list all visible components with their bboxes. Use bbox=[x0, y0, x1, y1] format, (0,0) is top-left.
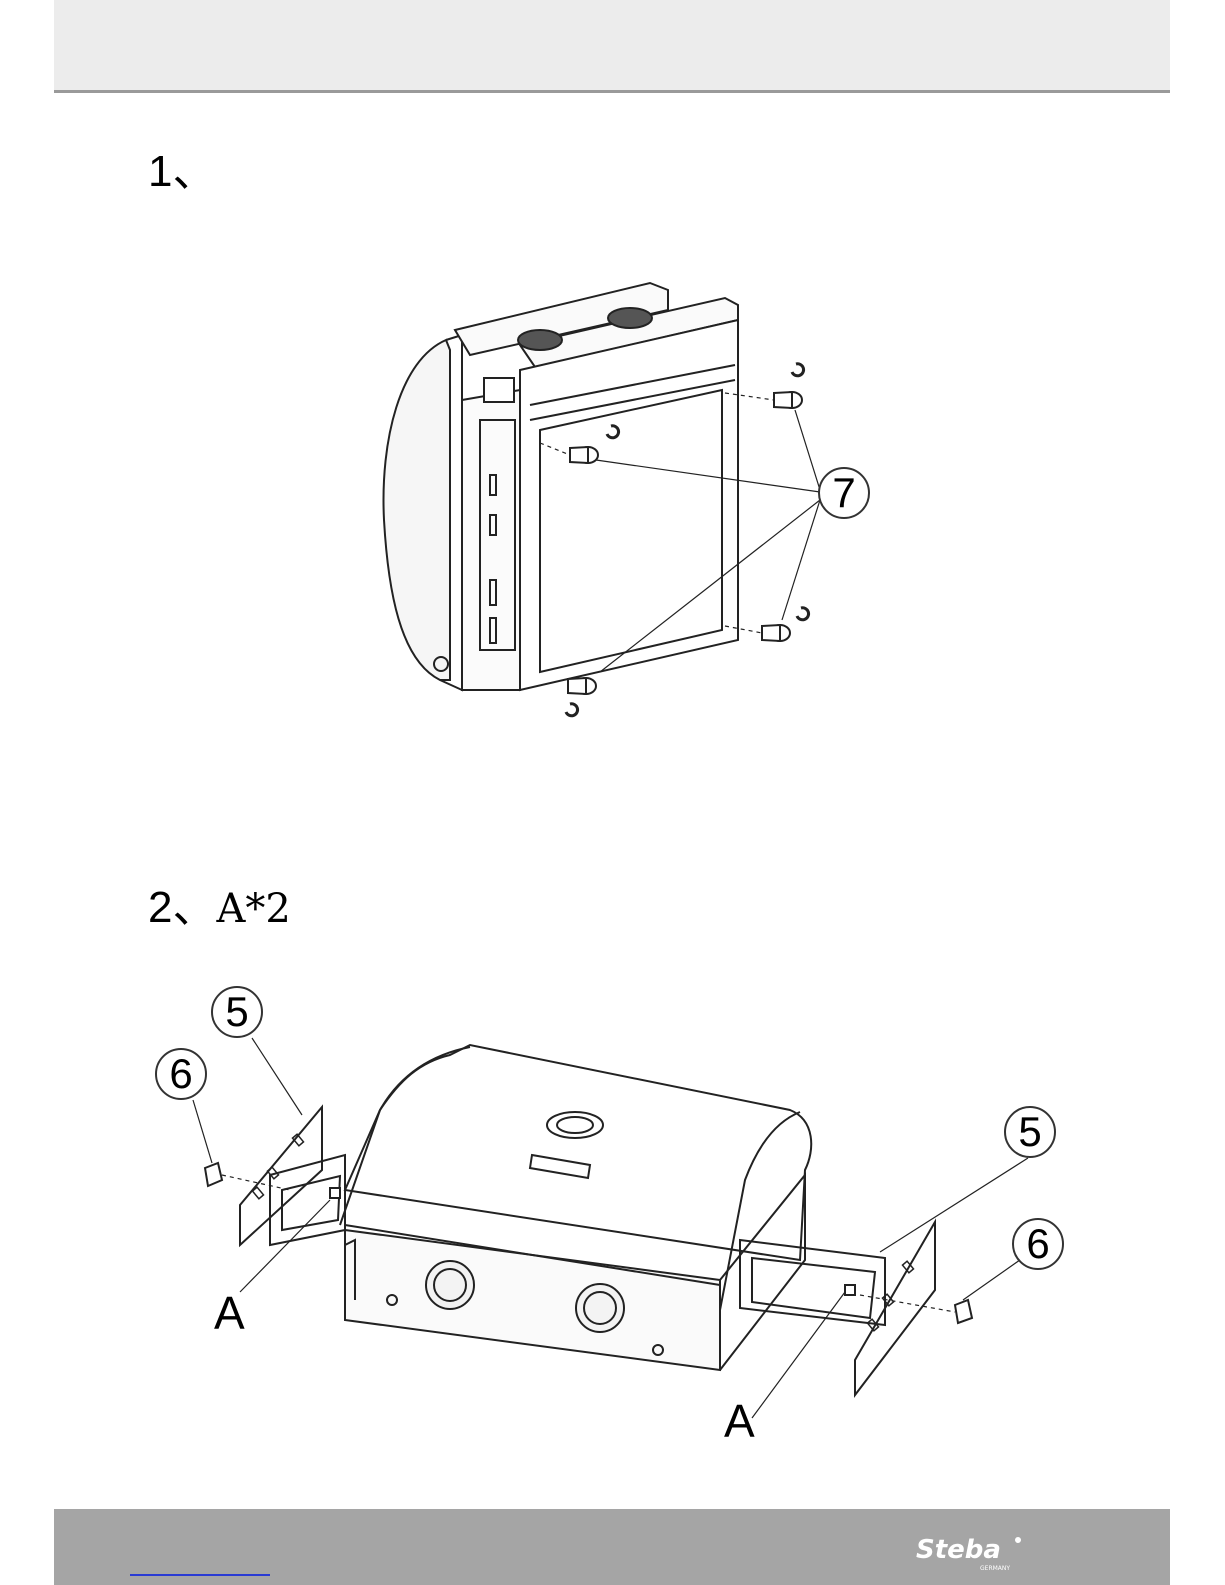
callout-left-knob-6: 6 bbox=[155, 1048, 207, 1100]
steba-logo: Steba GERMANY bbox=[914, 1530, 1034, 1574]
svg-text:Steba: Steba bbox=[916, 1535, 1001, 1565]
callout-right-knob-6-label: 6 bbox=[1026, 1220, 1049, 1268]
letter-a-right: A bbox=[724, 1398, 755, 1444]
callout-left-panel-5-label: 5 bbox=[225, 988, 248, 1036]
letter-a-left: A bbox=[214, 1290, 245, 1336]
svg-text:GERMANY: GERMANY bbox=[980, 1565, 1010, 1572]
footer-link-underline[interactable] bbox=[130, 1574, 270, 1576]
callout-right-knob-6: 6 bbox=[1012, 1218, 1064, 1270]
callout-right-panel-5-label: 5 bbox=[1018, 1108, 1041, 1156]
callout-left-knob-6-label: 6 bbox=[169, 1050, 192, 1098]
callout-left-panel-5: 5 bbox=[211, 986, 263, 1038]
callout-right-panel-5: 5 bbox=[1004, 1106, 1056, 1158]
